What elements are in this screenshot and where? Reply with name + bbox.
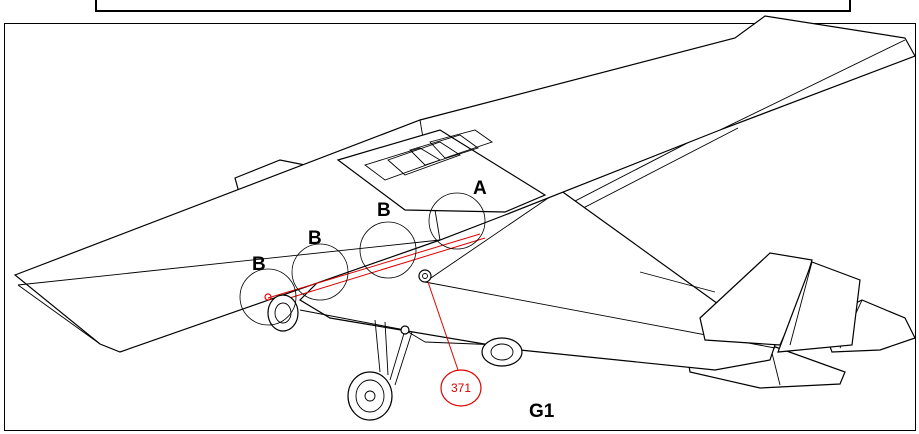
- drawing-frame: [4, 23, 916, 431]
- roof-vents: [364, 129, 493, 181]
- title-block-box: [95, 0, 851, 12]
- strut-attach-fitting: [418, 269, 432, 283]
- detail-circle-a: [428, 192, 486, 250]
- detail-circles: [239, 192, 486, 326]
- cabin-top: [336, 129, 547, 213]
- left-main-wheel: [267, 294, 299, 332]
- detail-circle-b3: [359, 221, 417, 279]
- detail-label-b1: B: [252, 254, 266, 275]
- callout-number: 371: [451, 381, 471, 395]
- gear-attach-fitting: [400, 325, 410, 335]
- callout-leader: [427, 281, 459, 371]
- sheet-id: G1: [529, 401, 555, 422]
- callout-balloon: [440, 369, 482, 407]
- rudder: [777, 261, 861, 353]
- detail-circle-b2: [291, 243, 349, 301]
- landing-gear-struts: [299, 309, 501, 386]
- right-main-wheel: [481, 337, 523, 367]
- detail-label-a: A: [473, 178, 487, 199]
- wing-spar-line-lower: [269, 237, 486, 305]
- detail-label-b3: B: [377, 200, 391, 221]
- nose-wheel: [347, 371, 393, 421]
- wing-spar-line: [267, 233, 481, 299]
- detail-label-b2: B: [308, 228, 322, 249]
- detail-circle-b1: [239, 268, 297, 326]
- spar-end-marker: [264, 293, 272, 301]
